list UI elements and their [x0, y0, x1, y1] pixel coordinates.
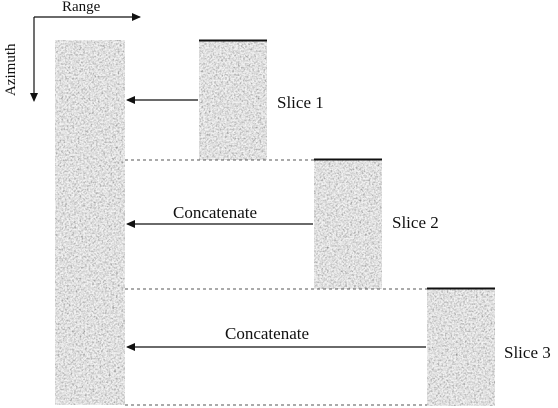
concatenate-label-2: Concatenate [173, 203, 257, 222]
slice-2-image [314, 158, 382, 289]
slice-3-label: Slice 3 [504, 343, 551, 362]
range-axis-label: Range [62, 0, 101, 15]
slice-1-label: Slice 1 [277, 93, 324, 112]
axis-indicator: Range Azimuth [3, 0, 141, 102]
slice-3-image [427, 287, 495, 406]
concatenation-arrows [126, 96, 426, 351]
slice-boundaries [125, 159, 427, 406]
slice-1-image [199, 39, 267, 160]
azimuth-axis-label: Azimuth [3, 43, 19, 96]
concatenated-image [55, 40, 125, 405]
slice-2-label: Slice 2 [392, 213, 439, 232]
concatenate-label-3: Concatenate [225, 324, 309, 343]
